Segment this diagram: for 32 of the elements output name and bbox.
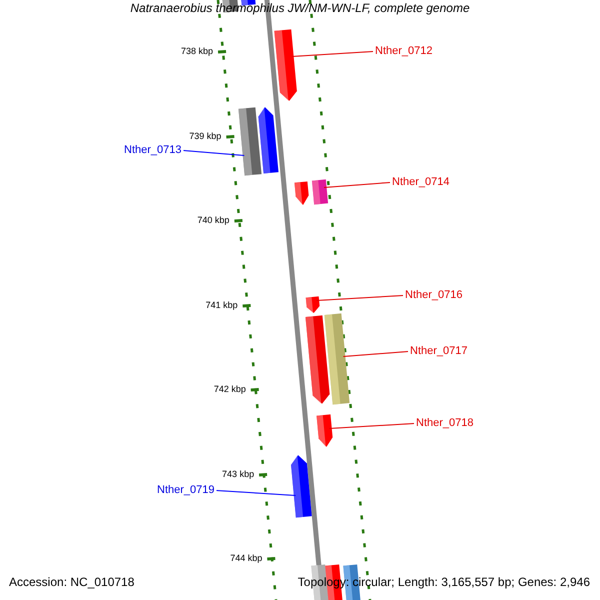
scale-label: 740 kbp (197, 216, 230, 225)
gene-label: Nther_0713 (124, 145, 182, 156)
gene-feature (294, 181, 309, 205)
gene-feature (258, 107, 279, 174)
gene-label: Nther_0718 (416, 418, 474, 429)
gene-feature (291, 455, 312, 518)
scale-label: 743 kbp (222, 470, 254, 479)
gene-label: Nther_0714 (392, 177, 450, 188)
accession-text: Accession: NC_010718 (9, 576, 134, 588)
gene-block (324, 313, 350, 405)
scale-label: 742 kbp (214, 385, 246, 394)
leader-line (316, 295, 404, 301)
gene-feature (305, 315, 330, 404)
leader-line (328, 423, 414, 429)
scale-label: 738 kbp (181, 47, 214, 56)
gene-feature (316, 414, 333, 447)
leader-line (216, 490, 296, 496)
gene-feature (306, 296, 320, 314)
gene-block (238, 107, 262, 176)
scale-label: 744 kbp (230, 554, 262, 563)
gene-feature (274, 29, 297, 101)
leader-line (183, 150, 245, 156)
scale-label: 739 kbp (189, 132, 222, 141)
scale-label: 741 kbp (206, 301, 238, 310)
gene-label: Nther_0712 (375, 46, 432, 57)
leader-line (342, 351, 408, 357)
leader-line (324, 182, 390, 188)
gene-label: Nther_0719 (157, 485, 214, 496)
gene-block (312, 179, 328, 205)
leader-line (291, 51, 374, 57)
gene-label: Nther_0716 (405, 290, 462, 301)
gene-label: Nther_0717 (410, 346, 468, 357)
